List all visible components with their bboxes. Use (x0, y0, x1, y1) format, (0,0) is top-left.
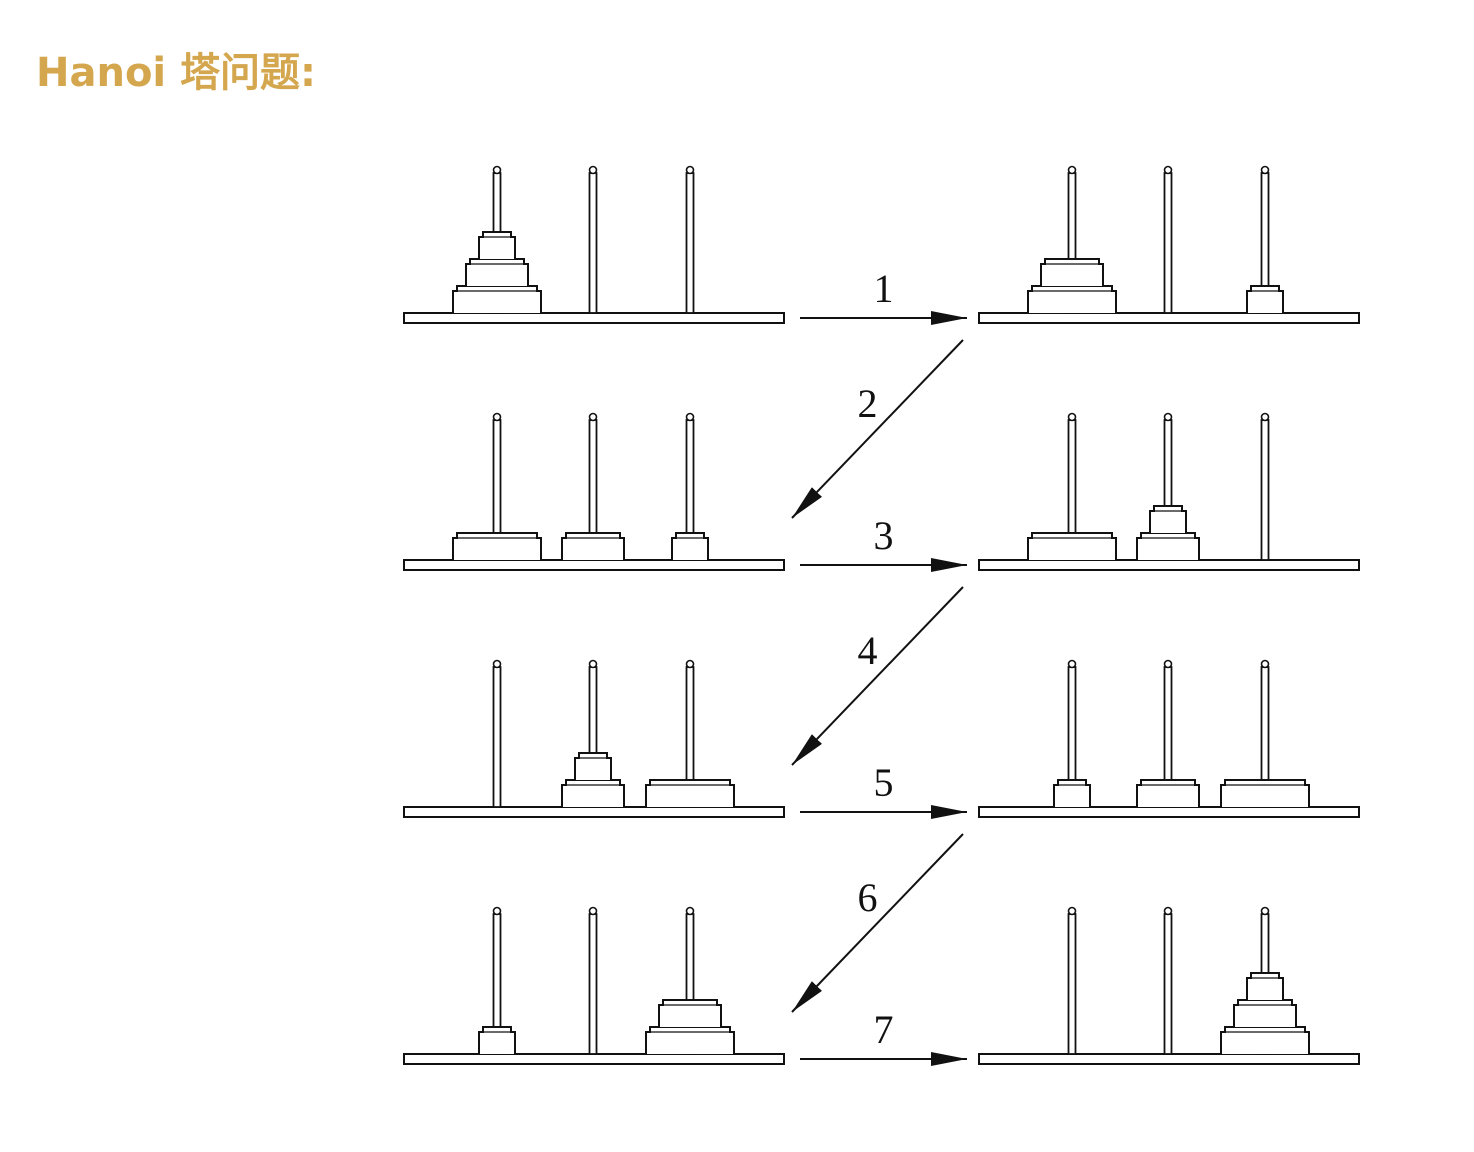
move-label: 1 (874, 266, 894, 311)
peg (1163, 913, 1173, 1055)
disk (645, 779, 735, 807)
disk (1246, 285, 1284, 313)
disk (1220, 779, 1310, 807)
move-label: 7 (874, 1007, 894, 1052)
peg (685, 172, 695, 314)
disk (1136, 779, 1200, 807)
disk (1233, 999, 1297, 1027)
disk (1027, 532, 1117, 560)
page-title: Hanoi 塔问题: (36, 50, 317, 96)
move-arrow (791, 833, 964, 1013)
peg-knob (1163, 659, 1173, 669)
move-arrow (791, 339, 964, 519)
peg-knob (492, 412, 502, 422)
peg-knob (685, 165, 695, 175)
peg (588, 172, 598, 314)
peg-knob (588, 906, 598, 916)
peg-knob (685, 659, 695, 669)
base-platform (403, 312, 785, 324)
move-label: 2 (858, 381, 878, 426)
move-arrow (791, 586, 964, 766)
disk (1220, 1026, 1310, 1054)
peg (1260, 419, 1270, 561)
peg (492, 666, 502, 808)
peg-knob (588, 165, 598, 175)
peg-knob (1163, 412, 1173, 422)
peg (1163, 172, 1173, 314)
disk (658, 999, 722, 1027)
peg-knob (685, 412, 695, 422)
move-label: 5 (874, 760, 894, 805)
disk (1149, 505, 1187, 533)
disk (1027, 285, 1117, 313)
disk (1053, 779, 1091, 807)
peg-knob (492, 906, 502, 916)
peg-knob (1260, 659, 1270, 669)
base-platform (403, 559, 785, 571)
peg-knob (1067, 659, 1077, 669)
peg-knob (1067, 906, 1077, 916)
peg (1067, 913, 1077, 1055)
move-label: 4 (858, 628, 878, 673)
peg-knob (588, 659, 598, 669)
disk (478, 231, 516, 259)
base-platform (403, 806, 785, 818)
peg-knob (492, 165, 502, 175)
disk (478, 1026, 516, 1054)
move-label: 3 (874, 513, 894, 558)
peg-knob (1067, 412, 1077, 422)
disk (1246, 972, 1284, 1000)
peg (588, 913, 598, 1055)
peg-knob (492, 659, 502, 669)
disk (574, 752, 612, 780)
disk (561, 779, 625, 807)
base-platform (978, 312, 1360, 324)
peg-knob (1163, 906, 1173, 916)
base-platform (403, 1053, 785, 1065)
disk (452, 532, 542, 560)
disk (1136, 532, 1200, 560)
peg-knob (1260, 412, 1270, 422)
peg-knob (588, 412, 598, 422)
peg-knob (1260, 906, 1270, 916)
peg-knob (685, 906, 695, 916)
disk (452, 285, 542, 313)
base-platform (978, 806, 1360, 818)
move-label: 6 (858, 875, 878, 920)
disk (465, 258, 529, 286)
peg-knob (1067, 165, 1077, 175)
disk (561, 532, 625, 560)
peg-knob (1163, 165, 1173, 175)
peg-knob (1260, 165, 1270, 175)
base-platform (978, 559, 1360, 571)
disk (645, 1026, 735, 1054)
base-platform (978, 1053, 1360, 1065)
disk (1040, 258, 1104, 286)
disk (671, 532, 709, 560)
